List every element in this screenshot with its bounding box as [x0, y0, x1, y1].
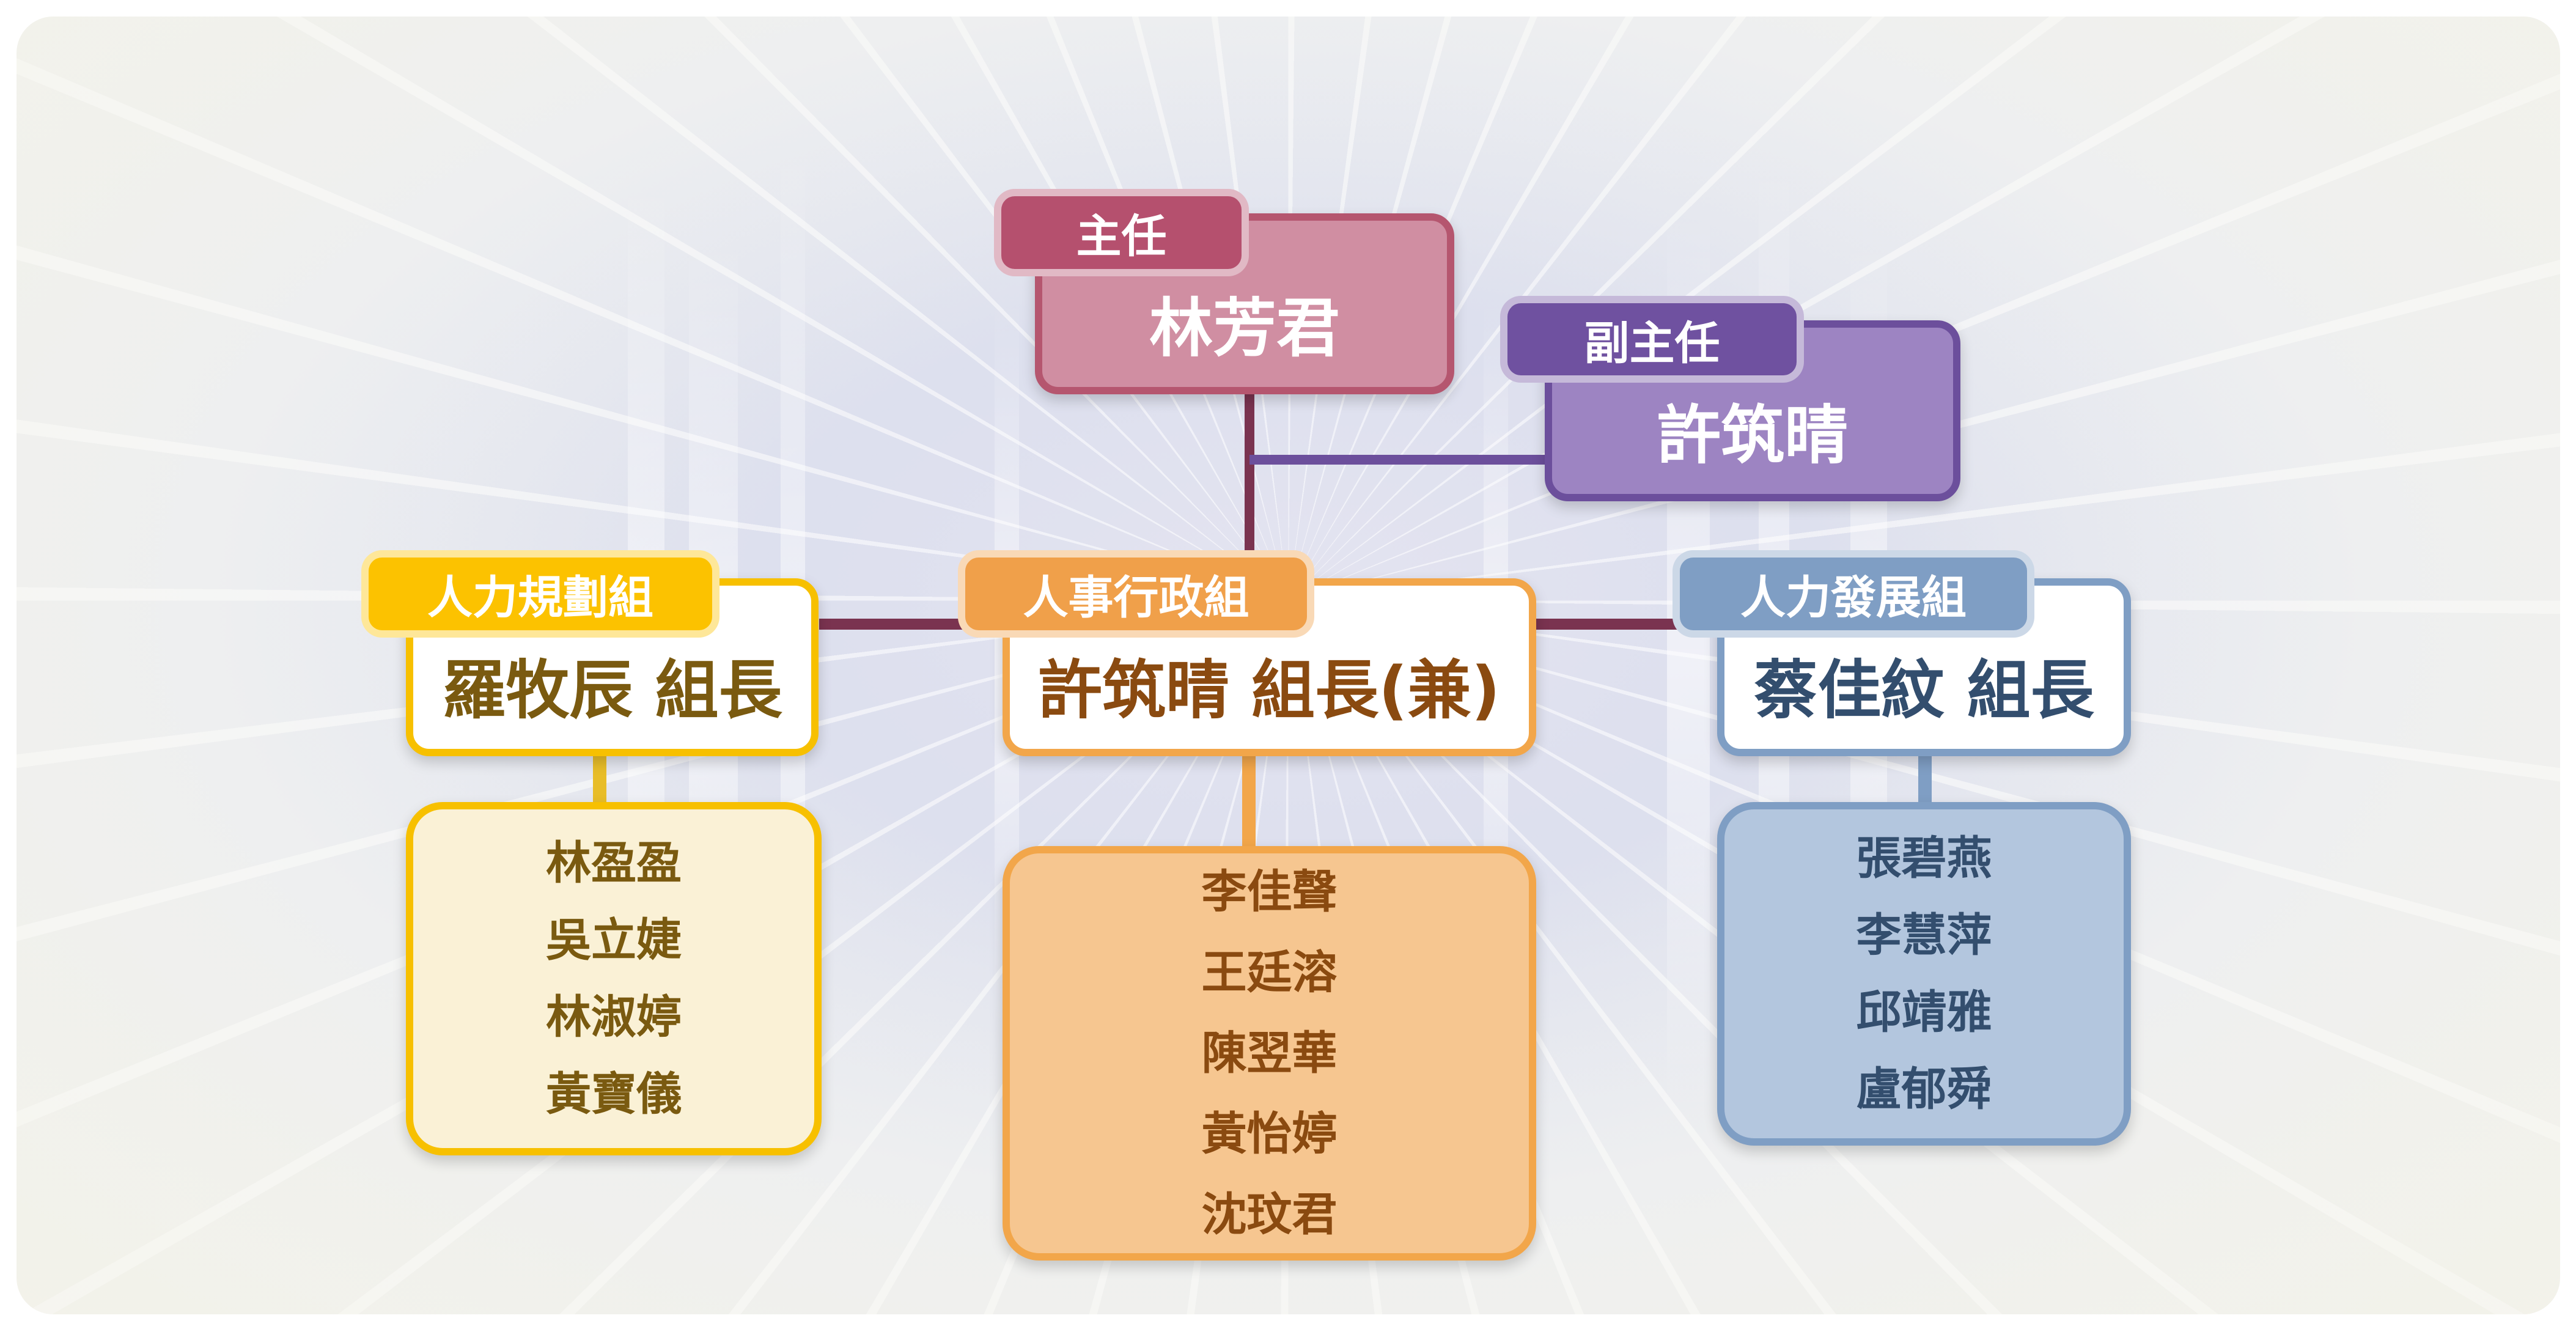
member: 李慧萍: [1856, 909, 1992, 962]
member: 黃寶儀: [546, 1068, 682, 1121]
deputy-title: 副主任: [1584, 317, 1720, 370]
member: 張碧燕: [1856, 832, 1992, 885]
deputy-name: 許筑晴: [1657, 397, 1848, 473]
development-members: 張碧燕 李慧萍 邱靖雅 盧郁舜: [1717, 802, 2131, 1146]
connector-development: [1918, 752, 1932, 807]
admin-members: 李佳聲 王廷溶 陳翌華 黃怡婷 沈玟君: [1003, 846, 1536, 1261]
member: 邱靖雅: [1856, 986, 1992, 1039]
development-leader: 蔡佳紋 組長: [1754, 653, 2094, 727]
member: 李佳聲: [1201, 866, 1338, 918]
member: 陳翌華: [1201, 1027, 1338, 1080]
connector-deputy: [1249, 455, 1555, 465]
member: 盧郁舜: [1856, 1063, 1992, 1116]
director-title-tag: 主任: [994, 189, 1249, 276]
development-group-name: 人力發展組: [1740, 572, 1967, 624]
director-title: 主任: [1076, 210, 1167, 263]
planning-group-tag: 人力規劃組: [361, 550, 719, 638]
deputy-title-tag: 副主任: [1500, 296, 1804, 383]
admin-group-tag: 人事行政組: [958, 550, 1314, 638]
admin-group-name: 人事行政組: [1023, 572, 1249, 624]
member: 王廷溶: [1201, 946, 1338, 999]
member: 林盈盈: [546, 837, 682, 889]
member: 林淑婷: [546, 991, 682, 1044]
member: 吳立婕: [546, 914, 682, 966]
planning-group-name: 人力規劃組: [427, 572, 653, 624]
member: 沈玟君: [1201, 1188, 1338, 1241]
connector-planning: [593, 752, 606, 807]
connector-admin: [1242, 752, 1256, 850]
development-group-tag: 人力發展組: [1673, 550, 2034, 638]
admin-leader: 許筑晴 組長(兼): [1038, 653, 1501, 727]
planning-leader: 羅牧辰 組長: [442, 653, 782, 727]
planning-members: 林盈盈 吳立婕 林淑婷 黃寶儀: [406, 802, 822, 1155]
member: 黃怡婷: [1201, 1108, 1338, 1160]
director-name: 林芳君: [1149, 290, 1340, 366]
